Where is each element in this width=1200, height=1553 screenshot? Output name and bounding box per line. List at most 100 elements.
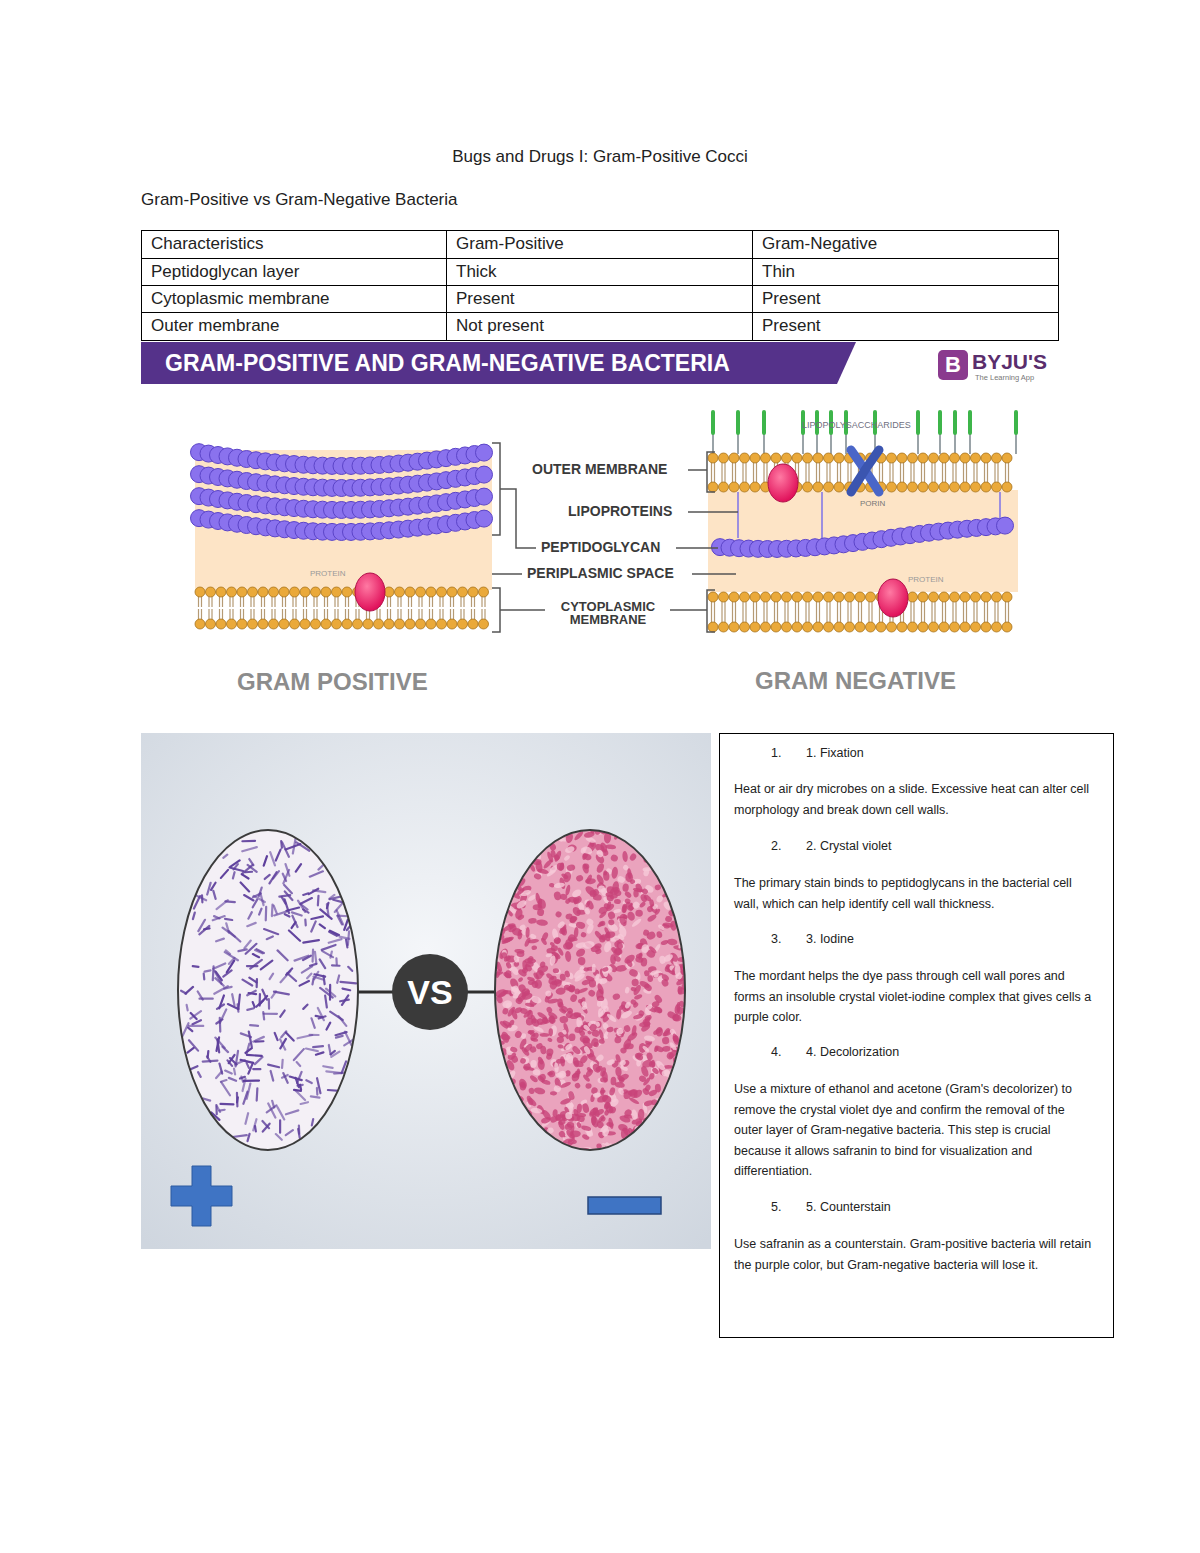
lipid-head [300,619,310,629]
lipid-head [426,619,436,629]
pink-cell [519,1057,526,1064]
membrane-protein [878,579,908,617]
lipid-head [248,619,258,629]
table-cell: Not present [456,316,544,336]
rod-cell [303,893,308,895]
pink-cell [587,989,596,998]
pink-cell [537,868,549,875]
pink-cell [519,1083,526,1091]
pink-cell [502,1019,513,1029]
part-label: LIPOPOLYSACCHARIDES [802,420,911,431]
rod-cell [298,1129,300,1138]
rod-cell [292,922,296,928]
lipid-head [939,622,949,632]
pink-cell [619,1059,627,1067]
lipid-head [332,587,342,597]
page-title: Bugs and Drugs I: Gram-Positive Cocci [0,147,1200,167]
peptidoglycan-chain [191,510,493,541]
lipid-head [761,592,771,602]
pink-cell [608,1087,616,1097]
rod-cell [281,971,291,982]
pink-cell [634,883,643,894]
lps-chain [917,432,919,454]
rod-cell [205,970,211,971]
rod-cell [311,1018,314,1028]
pink-cell [672,1033,680,1044]
pink-cell [562,941,574,951]
lipid-head [981,622,991,632]
rod-cell [253,1119,256,1130]
pink-cell [596,983,605,996]
rod-cell [270,974,274,979]
porin-strand [851,450,879,492]
pink-cell [622,883,629,892]
peptidoglycan-bead [476,488,493,505]
pink-cell [581,863,590,875]
rod-cell [264,1013,277,1015]
pink-cell [517,976,524,982]
lipid-head [237,587,247,597]
rod-cell [300,981,309,986]
lipid-head [729,482,739,492]
lps-chain [816,432,818,454]
lipid-head [195,619,205,629]
pink-cell [585,901,592,908]
pink-cell [549,1025,558,1037]
pink-cell [631,979,639,987]
pink-cell [643,982,653,992]
rod-cells [181,838,356,1141]
pink-cell [628,1096,640,1105]
step-heading: 4. Decolorization [806,1043,899,1061]
lps-chain [1015,432,1017,454]
pink-cell [648,1072,655,1080]
rod-cell [242,847,257,851]
pink-cell [643,1016,652,1027]
lipid-head [750,482,760,492]
lipid-tails [199,596,486,620]
rod-cell [247,1044,250,1054]
lipid-head [950,622,960,632]
pink-cell [560,1056,566,1067]
lipid-head [981,592,991,602]
pink-cell [639,901,647,909]
rod-cell [249,978,256,983]
rod-cell [294,1049,304,1060]
pink-cell [572,1057,580,1068]
rod-cell [220,1103,233,1106]
lipid-head [437,587,447,597]
pink-cell [555,987,566,995]
pink-cell [527,939,539,944]
lipid-head [771,622,781,632]
rod-cell [296,864,301,872]
lipid-head [729,453,739,463]
connector-line [466,991,497,994]
porin-strand [851,450,879,492]
rod-cell [248,912,251,919]
pink-cell [531,945,538,951]
pink-cell [631,1109,638,1120]
pink-cell [601,1127,610,1137]
rod-cell [279,1120,281,1132]
lipid-head [813,482,823,492]
pink-cell [604,1102,612,1109]
pink-cell [547,998,559,1005]
lipid-head [813,453,823,463]
lipid-head [834,453,844,463]
rod-cell [242,865,253,874]
step-body: Use safranin as a counterstain. Gram-pos… [734,1234,1096,1275]
pink-cell [576,1017,582,1027]
pink-cell [566,864,576,872]
rod-cell [289,930,300,940]
table-rule [141,285,1058,286]
pink-cell [597,921,605,928]
pink-cell [545,953,553,958]
lipid-head [845,592,855,602]
rod-cell [213,916,225,920]
pink-cell [553,968,559,973]
pink-cell [583,1045,592,1055]
pink-cell [629,852,638,862]
pink-cell [662,953,674,964]
pink-cell [585,1083,592,1089]
rod-cell [278,950,288,960]
lps-sugar [968,412,972,433]
